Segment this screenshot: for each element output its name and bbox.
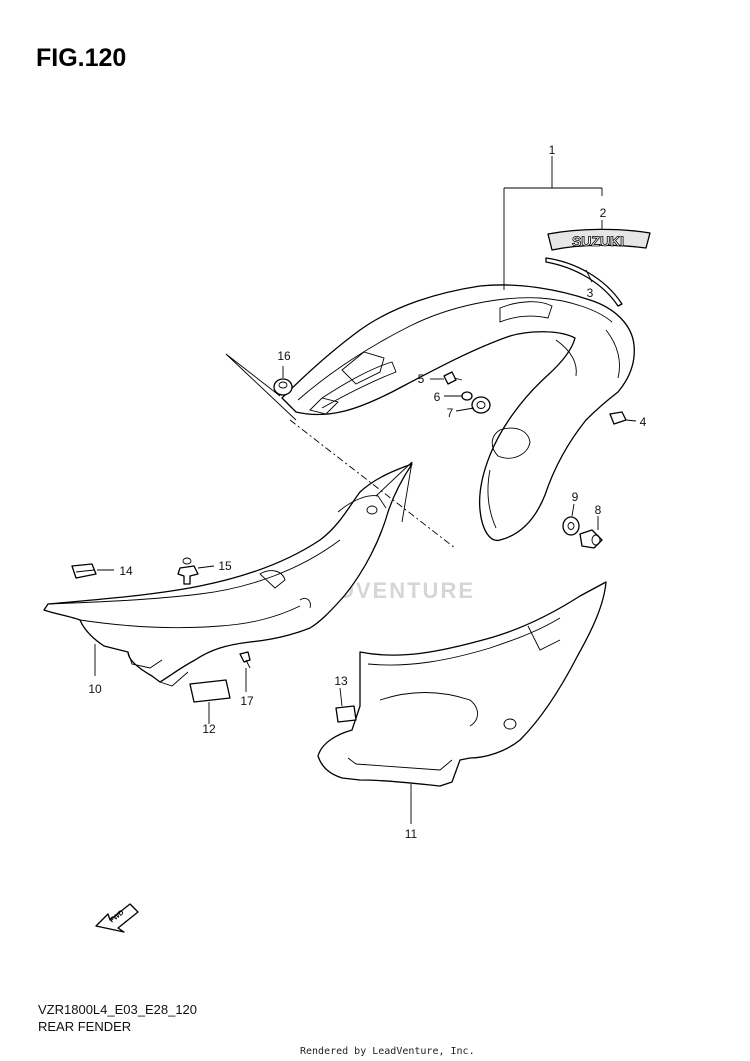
callout-4: 4 (639, 415, 647, 429)
part-4-clip-nut (609, 411, 627, 425)
part-14-grommet (71, 563, 97, 579)
part-5-screw (443, 371, 463, 385)
diagram-subtitle: REAR FENDER (38, 1019, 132, 1034)
callout-2: 2 (599, 206, 607, 220)
part-12-reflector (189, 679, 231, 703)
callout-8: 8 (594, 503, 602, 517)
callout-6: 6 (433, 390, 441, 404)
callout-16: 16 (277, 349, 291, 363)
model-code: VZR1800L4_E03_E28_120 (38, 1002, 198, 1017)
callout-5: 5 (417, 372, 425, 386)
callout-15: 15 (218, 559, 232, 573)
part-17-screw (239, 651, 251, 669)
part-2-suzuki-emblem: SUZUKI (547, 228, 651, 251)
part-11-side-cover (317, 581, 607, 787)
part-15-push-clip (177, 557, 199, 585)
callout-17: 17 (240, 694, 254, 708)
part-1-seat-tail-cover (281, 284, 635, 542)
part-8-bolt (579, 529, 603, 549)
callout-13: 13 (334, 674, 348, 688)
part-6-spacer (461, 391, 473, 401)
callout-7: 7 (446, 406, 454, 420)
callout-11: 11 (404, 827, 418, 841)
fwd-arrow-icon: FWD (95, 903, 139, 933)
pointer-wedge-16 (225, 353, 297, 421)
callout-12: 12 (202, 722, 216, 736)
part-7-grommet (471, 396, 491, 414)
rendered-by-credit: Rendered by LeadVenture, Inc. (300, 1046, 475, 1057)
callout-10: 10 (88, 682, 102, 696)
callout-3: 3 (586, 286, 594, 300)
callout-14: 14 (119, 564, 133, 578)
part-16-grommet (273, 378, 293, 396)
emblem-text: SUZUKI (572, 233, 624, 249)
part-3-trim-strip (545, 257, 623, 307)
callout-9: 9 (571, 490, 579, 504)
part-9-cushion (562, 516, 580, 536)
callout-leaders (94, 156, 637, 824)
mounting-center-line (289, 419, 456, 549)
figure-title: FIG.120 (36, 44, 127, 72)
pointer-wedge-10 (375, 461, 413, 523)
part-10-rear-fender (43, 463, 413, 687)
callout-1: 1 (548, 143, 556, 157)
part-13-pad (335, 705, 357, 723)
